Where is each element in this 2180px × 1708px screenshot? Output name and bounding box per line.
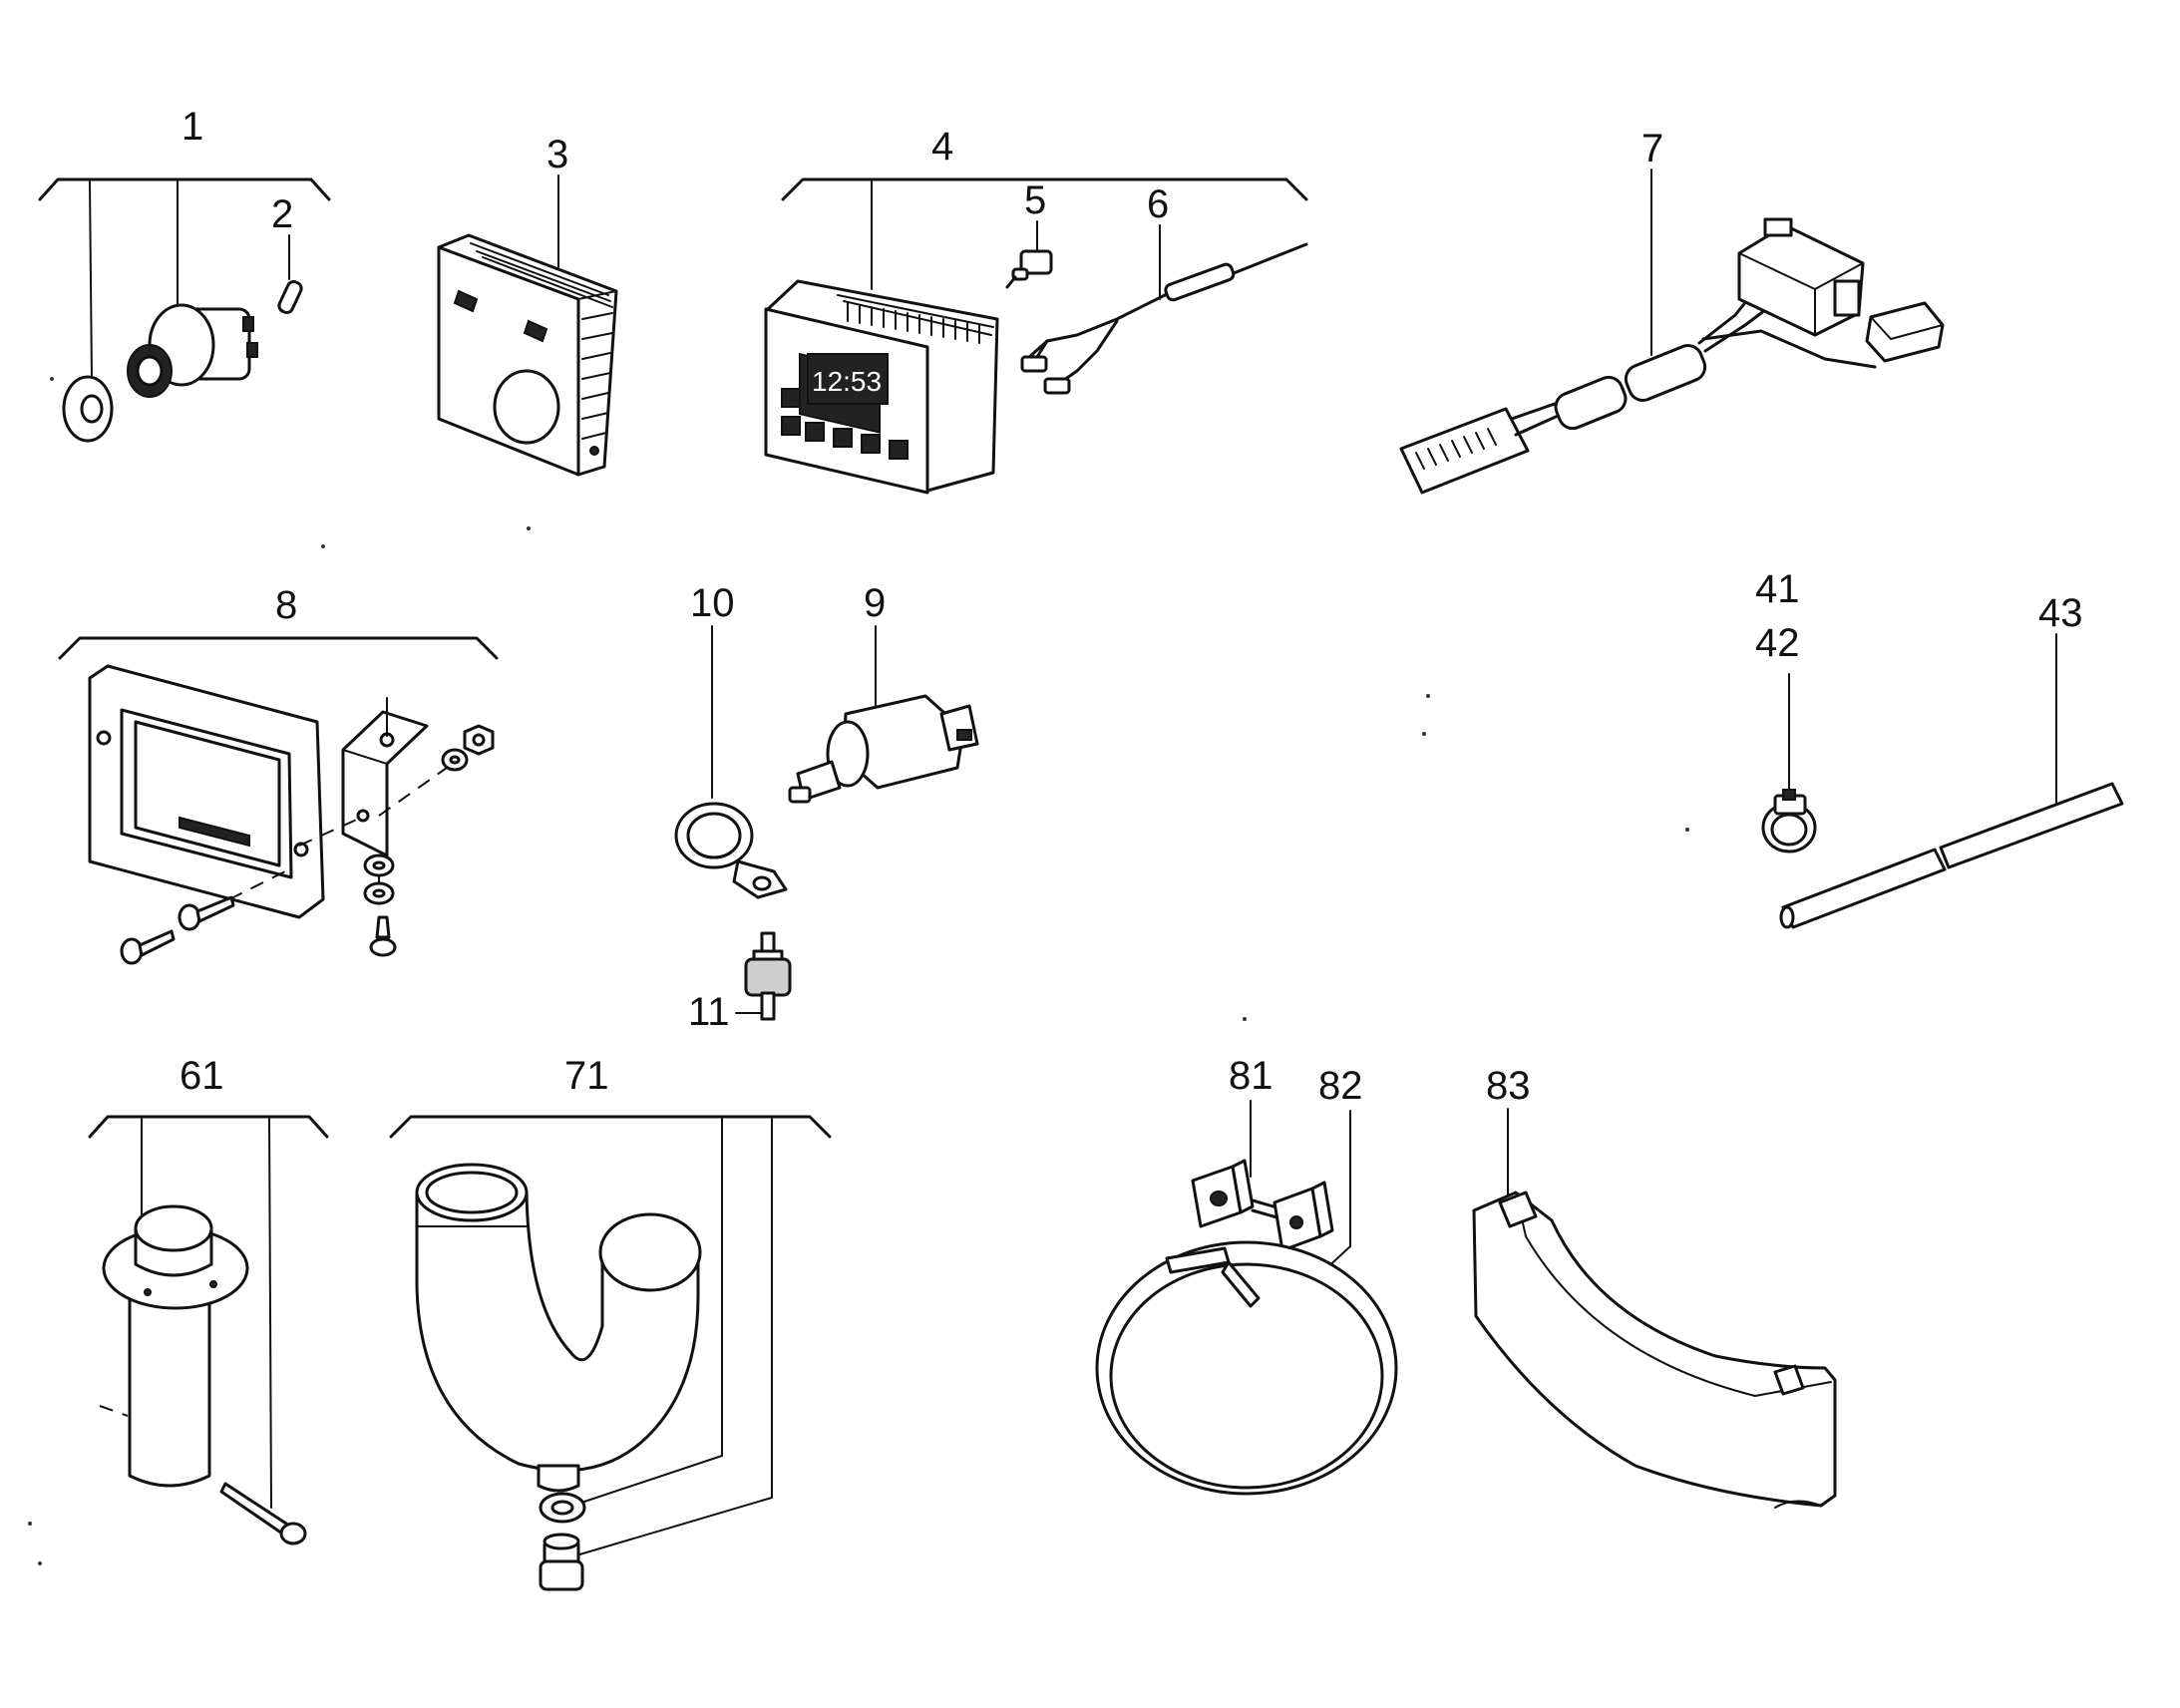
part-group-61: 61 xyxy=(88,1054,329,1545)
screw-left-2 xyxy=(120,929,176,965)
control-panel: 12:53 xyxy=(764,279,999,495)
callout-43: 43 xyxy=(2038,591,2083,635)
u-exhaust-pipe xyxy=(415,1163,702,1493)
callout-71: 71 xyxy=(564,1054,609,1098)
strap-tensioner xyxy=(1191,1159,1334,1252)
callout-9: 9 xyxy=(864,581,886,625)
pin xyxy=(277,280,303,314)
mounting-frame xyxy=(88,664,325,919)
callout-2: 2 xyxy=(271,192,293,236)
sealing-ring xyxy=(539,1492,586,1524)
panel-display: 12:53 xyxy=(807,353,889,405)
screw-left-1 xyxy=(178,895,235,931)
exhaust-pipe xyxy=(102,1204,249,1488)
callout-11: 11 xyxy=(688,990,730,1034)
tension-strap xyxy=(1095,1240,1398,1496)
screw-bottom xyxy=(369,915,397,957)
drain-plug xyxy=(539,1533,584,1591)
temperature-sensor xyxy=(1005,249,1053,289)
rubber-mount xyxy=(744,931,792,1021)
hose-clamp xyxy=(1761,789,1817,854)
washer-stack xyxy=(363,854,395,905)
split-pin xyxy=(219,1482,307,1545)
callout-4: 4 xyxy=(931,125,953,169)
part-group-7: 7 xyxy=(1399,127,1945,495)
callout-61: 61 xyxy=(180,1054,224,1098)
part-group-41-42-43: 41 42 43 xyxy=(1755,567,2124,929)
callout-8: 8 xyxy=(275,583,297,627)
part-group-83: 83 xyxy=(1472,1064,1837,1509)
washer xyxy=(62,375,114,443)
callout-41: 41 xyxy=(1755,567,1800,611)
panel-display-text: 12:53 xyxy=(812,366,882,397)
callout-1: 1 xyxy=(182,105,203,149)
wiring-harness xyxy=(1399,217,1945,495)
fuel-hose xyxy=(1779,782,2124,929)
part-group-1: 1 2 xyxy=(38,105,331,443)
part-group-9-10-11: 10 9 11 xyxy=(674,581,979,1034)
callout-81: 81 xyxy=(1229,1054,1273,1098)
scan-specks xyxy=(28,377,1689,1565)
callout-83: 83 xyxy=(1486,1064,1531,1108)
hex-nut xyxy=(463,724,495,756)
part-group-71: 71 xyxy=(389,1054,832,1591)
heat-shield xyxy=(1472,1191,1837,1509)
callout-5: 5 xyxy=(1024,178,1046,222)
callout-3: 3 xyxy=(546,133,568,176)
callout-6: 6 xyxy=(1147,182,1169,226)
sensor-cable xyxy=(1020,242,1308,395)
part-group-8: 8 xyxy=(58,583,499,965)
part-group-4: 4 5 6 12:53 xyxy=(764,125,1308,495)
part-group-81-82: 81 82 xyxy=(1095,1054,1398,1496)
callout-10: 10 xyxy=(690,581,735,625)
control-box xyxy=(437,233,618,477)
callout-82: 82 xyxy=(1318,1064,1363,1108)
rotary-switch xyxy=(127,303,258,398)
callout-7: 7 xyxy=(1641,127,1663,171)
angle-bracket xyxy=(341,710,429,857)
part-group-3: 3 xyxy=(437,133,618,477)
callout-42: 42 xyxy=(1755,621,1800,665)
fuel-pump xyxy=(788,694,979,804)
pipe-clamp xyxy=(674,802,788,899)
flat-washer xyxy=(441,748,469,772)
